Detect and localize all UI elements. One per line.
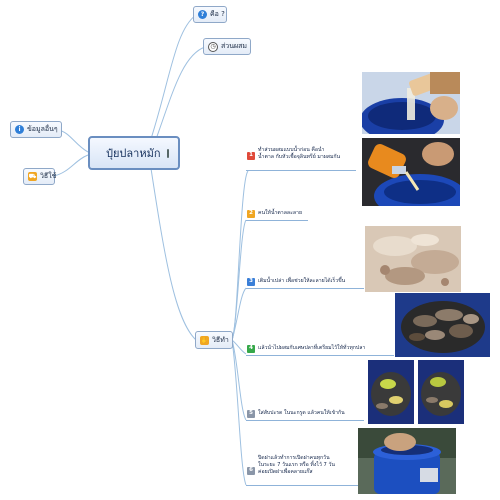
step-1-line-2: น้ำตาล กับหัวเชื้อจุลินทรีย์ มาผสมกัน [258, 154, 341, 161]
step-3-underline [246, 288, 364, 289]
hand-icon: ✋ [200, 335, 209, 345]
step-number-5: 5 [247, 410, 255, 418]
step-4-underline [246, 355, 394, 356]
step-6-underline [246, 485, 362, 486]
step-1-line-1: ทำส่วนผสมแบบน้ำก่อน คือนำ [258, 147, 325, 153]
step-3[interactable]: 3 เติมน้ำเปล่า เพื่อช่วยให้ละลายได้เร็วข… [247, 278, 362, 286]
topic-method[interactable]: ✋ วิธีทำ [195, 331, 233, 349]
topic-other-info-label: ข้อมูลอื่นๆ [27, 125, 58, 133]
photo-adding-pineapple [368, 360, 464, 424]
link-step-4 [231, 339, 247, 355]
step-4-line-1: แล้วนำไปผสมกับเศษปลาที่เตรียมไว้ให้ทั่วท… [258, 345, 366, 351]
question-icon: ? [198, 10, 207, 19]
step-2-line-1: คนให้น้ำตาลละลาย [258, 210, 302, 216]
step-number-4: 4 [247, 345, 255, 353]
step-6-line-1: ปิดฝาแล้วทำการเปิดฝาคนทุกวัน [258, 455, 330, 461]
photo-closing-lid [358, 428, 456, 494]
step-5-line-1: ใส่สับปะรด ในนะกรูด แล้วคนให้เข้ากัน [258, 410, 345, 416]
clock-icon: ◷ [208, 41, 218, 52]
topic-how-to-use[interactable]: ⛟ วิธีใช้ [23, 168, 57, 185]
link-to-info [57, 129, 89, 153]
step-3-line-1: เติมน้ำเปล่า เพื่อช่วยให้ละลายได้เร็วขึ้… [258, 278, 346, 284]
topic-what-is[interactable]: ? คือ ? [193, 6, 227, 23]
link-to-method [149, 161, 197, 341]
topic-ingredients-label: ส่วนผสม [221, 42, 247, 50]
note-icon [166, 148, 169, 158]
step-5-underline [246, 420, 364, 421]
link-step-1 [231, 170, 249, 341]
photo-fish-scraps [395, 293, 490, 357]
step-5[interactable]: 5 ใส่สับปะรด ในนะกรูด แล้วคนให้เข้ากัน [247, 410, 367, 418]
link-step-6 [231, 339, 247, 486]
photo-foamy-mixture [365, 226, 461, 292]
topic-ingredients[interactable]: ◷ ส่วนผสม [203, 38, 251, 55]
topic-how-to-use-label: วิธีใช้ [40, 172, 57, 180]
info-icon: i [15, 125, 24, 134]
topic-other-info[interactable]: i ข้อมูลอื่นๆ [10, 121, 62, 138]
step-1[interactable]: 1 ทำส่วนผสมแบบน้ำก่อน คือนำ น้ำตาล กับหั… [247, 147, 357, 161]
step-4[interactable]: 4 แล้วนำไปผสมกับเศษปลาที่เตรียมไว้ให้ทั่… [247, 345, 397, 353]
cart-icon: ⛟ [28, 172, 37, 181]
step-6[interactable]: 6 ปิดฝาแล้วทำการเปิดฝาคนทุกวัน ในระยะ 7 … [247, 455, 362, 476]
photo-pouring-sugar-water [362, 72, 460, 134]
step-6-line-2: ในระยะ 7 วันแรก หรือ ทิ้งไว้ 7 วัน [258, 462, 335, 469]
central-topic[interactable]: ปุ๋ยปลาหมัก [88, 136, 180, 170]
step-2-underline [246, 220, 308, 221]
link-step-2 [231, 219, 247, 341]
photo-adding-microbe-starter [362, 138, 460, 206]
step-number-6: 6 [247, 467, 255, 475]
topic-method-label: วิธีทำ [212, 335, 229, 344]
link-to-ingredients [154, 46, 206, 143]
step-number-1: 1 [247, 152, 255, 160]
link-to-howto [53, 154, 89, 177]
step-number-2: 2 [247, 210, 255, 218]
step-2[interactable]: 2 คนให้น้ำตาลละลาย [247, 210, 317, 218]
step-6-line-3: ค่อยเปิดฝาเพื่อคลายแก๊ส [258, 469, 313, 476]
step-number-3: 3 [247, 278, 255, 286]
link-step-5 [231, 339, 247, 421]
central-topic-label: ปุ๋ยปลาหมัก [106, 147, 161, 160]
link-to-question [149, 14, 197, 143]
link-step-3 [231, 287, 247, 341]
step-1-underline [246, 170, 356, 171]
topic-what-is-label: คือ ? [210, 10, 225, 18]
